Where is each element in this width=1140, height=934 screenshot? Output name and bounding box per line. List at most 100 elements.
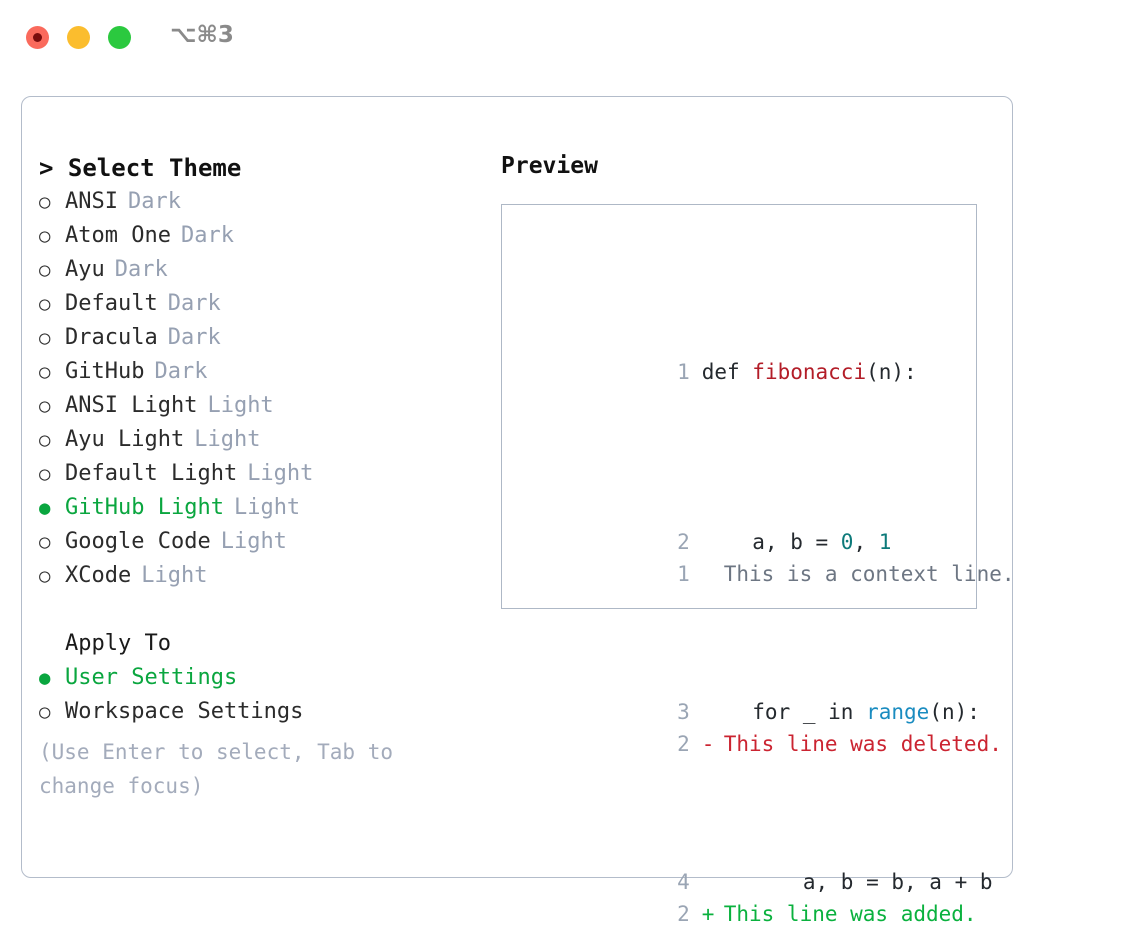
radio-icon[interactable]: ○ [39, 293, 51, 315]
title-bar: ⌥⌘3 [0, 0, 1140, 78]
diff-text: This line was deleted. [723, 732, 1002, 756]
minimize-button[interactable] [67, 26, 90, 49]
theme-kind: Light [220, 529, 287, 554]
code-token-function: fibonacci [752, 360, 867, 384]
radio-icon[interactable]: ○ [39, 701, 51, 723]
theme-option-github-dark[interactable]: ○ GitHub Dark [39, 355, 479, 389]
code-token-number: 0 [840, 530, 854, 554]
apply-to-heading: Apply To [65, 631, 171, 656]
code-token: def [701, 360, 753, 384]
code-token: (n): [866, 360, 917, 384]
section-spacer [39, 593, 479, 627]
theme-name: Ayu Light [65, 427, 185, 452]
theme-option-xcode[interactable]: ○ XCode Light [39, 559, 479, 593]
radio-icon[interactable]: ○ [39, 259, 51, 281]
theme-name: XCode [65, 563, 132, 588]
code-token-call: range [866, 700, 930, 724]
code-line: 1 def fibonacci(n): [516, 321, 993, 423]
diff-line-deleted: 2-This line was deleted. [516, 693, 1015, 795]
radio-icon[interactable]: ○ [39, 531, 51, 553]
theme-option-ayu-dark[interactable]: ○ Ayu Dark [39, 253, 479, 287]
radio-icon[interactable]: ○ [39, 191, 51, 213]
theme-kind: Light [233, 495, 301, 520]
code-token: for _ in [701, 700, 867, 724]
theme-option-atom-one-dark[interactable]: ○ Atom One Dark [39, 219, 479, 253]
apply-to-label: User Settings [65, 665, 238, 690]
diff-sample: 1 This is a context line. 2-This line wa… [516, 455, 1015, 934]
line-number: 2 [677, 530, 690, 554]
code-line: 2 a, b = 0, 1 [516, 491, 993, 593]
theme-option-dracula-dark[interactable]: ○ Dracula Dark [39, 321, 479, 355]
diff-marker [702, 557, 724, 591]
close-button[interactable] [26, 26, 49, 49]
radio-icon[interactable]: ○ [39, 361, 51, 383]
theme-name: Ayu [65, 257, 105, 282]
theme-option-ayu-light[interactable]: ○ Ayu Light Light [39, 423, 479, 457]
radio-icon[interactable]: ○ [39, 225, 51, 247]
line-number: 3 [677, 700, 690, 724]
theme-option-github-light[interactable]: ● GitHub Light Light [39, 491, 479, 525]
theme-name: Default [65, 291, 158, 316]
line-number: 4 [677, 870, 690, 894]
theme-option-ansi-light[interactable]: ○ ANSI Light Light [39, 389, 479, 423]
code-line: 3 for _ in range(n): [516, 661, 993, 763]
diff-marker: + [701, 902, 715, 926]
window-controls [26, 26, 131, 49]
diff-line-added: 2 + This line was added. [516, 863, 1015, 934]
theme-option-ansi-dark[interactable]: ○ ANSI Dark [39, 185, 479, 219]
maximize-button[interactable] [108, 26, 131, 49]
code-token: , [853, 530, 879, 554]
theme-kind: Dark [154, 359, 208, 384]
code-token: a, b = b, a + b [701, 870, 993, 894]
code-line: 4 a, b = b, a + b [516, 831, 993, 933]
radio-icon[interactable]: ○ [39, 395, 51, 417]
apply-to-option-workspace-settings[interactable]: ○ Workspace Settings [39, 695, 479, 729]
line-number: 1 [677, 562, 690, 586]
theme-kind: Light [207, 393, 274, 418]
code-token-number: 1 [878, 530, 892, 554]
radio-icon[interactable]: ○ [39, 327, 51, 349]
code-token: a, b = [701, 530, 841, 554]
theme-selector-panel: > Select Theme ○ ANSI Dark ○ Atom One Da… [21, 96, 1015, 926]
theme-name: ANSI [65, 189, 118, 214]
theme-name: Default Light [65, 461, 238, 486]
select-theme-heading: > Select Theme [39, 154, 242, 182]
radio-selected-icon[interactable]: ● [39, 667, 51, 689]
theme-option-google-code[interactable]: ○ Google Code Light [39, 525, 479, 559]
keyboard-shortcut-label: ⌥⌘3 [170, 22, 234, 48]
line-number: 2 [677, 902, 690, 926]
diff-text: This is a context line. [723, 562, 1015, 586]
theme-option-default-light[interactable]: ○ Default Light Light [39, 457, 479, 491]
apply-to-option-user-settings[interactable]: ● User Settings [39, 661, 479, 695]
theme-option-default-dark[interactable]: ○ Default Dark [39, 287, 479, 321]
theme-kind: Dark [127, 189, 181, 214]
theme-name: GitHub [65, 359, 145, 384]
radio-icon[interactable]: ○ [39, 463, 51, 485]
diff-line-context: 1 This is a context line. [516, 523, 1015, 625]
theme-name: GitHub Light [65, 495, 224, 520]
theme-kind: Light [194, 427, 261, 452]
theme-kind: Dark [167, 291, 221, 316]
keyboard-hint: (Use Enter to select, Tab to change focu… [39, 740, 394, 798]
theme-option-list: ○ ANSI Dark ○ Atom One Dark ○ Ayu Dark ○… [39, 185, 479, 593]
diff-marker: - [701, 732, 715, 756]
theme-name: Google Code [65, 529, 211, 554]
theme-list-column: > Select Theme ○ ANSI Dark ○ Atom One Da… [39, 151, 479, 803]
radio-selected-icon[interactable]: ● [39, 497, 51, 519]
apply-to-label: Workspace Settings [65, 699, 304, 724]
code-token: (n): [929, 700, 980, 724]
diff-text: This line was added. [723, 902, 977, 926]
theme-kind: Dark [180, 223, 234, 248]
theme-kind: Light [141, 563, 208, 588]
theme-name: ANSI Light [65, 393, 198, 418]
apply-to-heading-row: ○ Apply To [39, 627, 479, 661]
radio-icon[interactable]: ○ [39, 565, 51, 587]
theme-name: Dracula [65, 325, 158, 350]
line-number: 1 [677, 360, 690, 384]
theme-kind: Light [247, 461, 314, 486]
radio-icon[interactable]: ○ [39, 429, 51, 451]
